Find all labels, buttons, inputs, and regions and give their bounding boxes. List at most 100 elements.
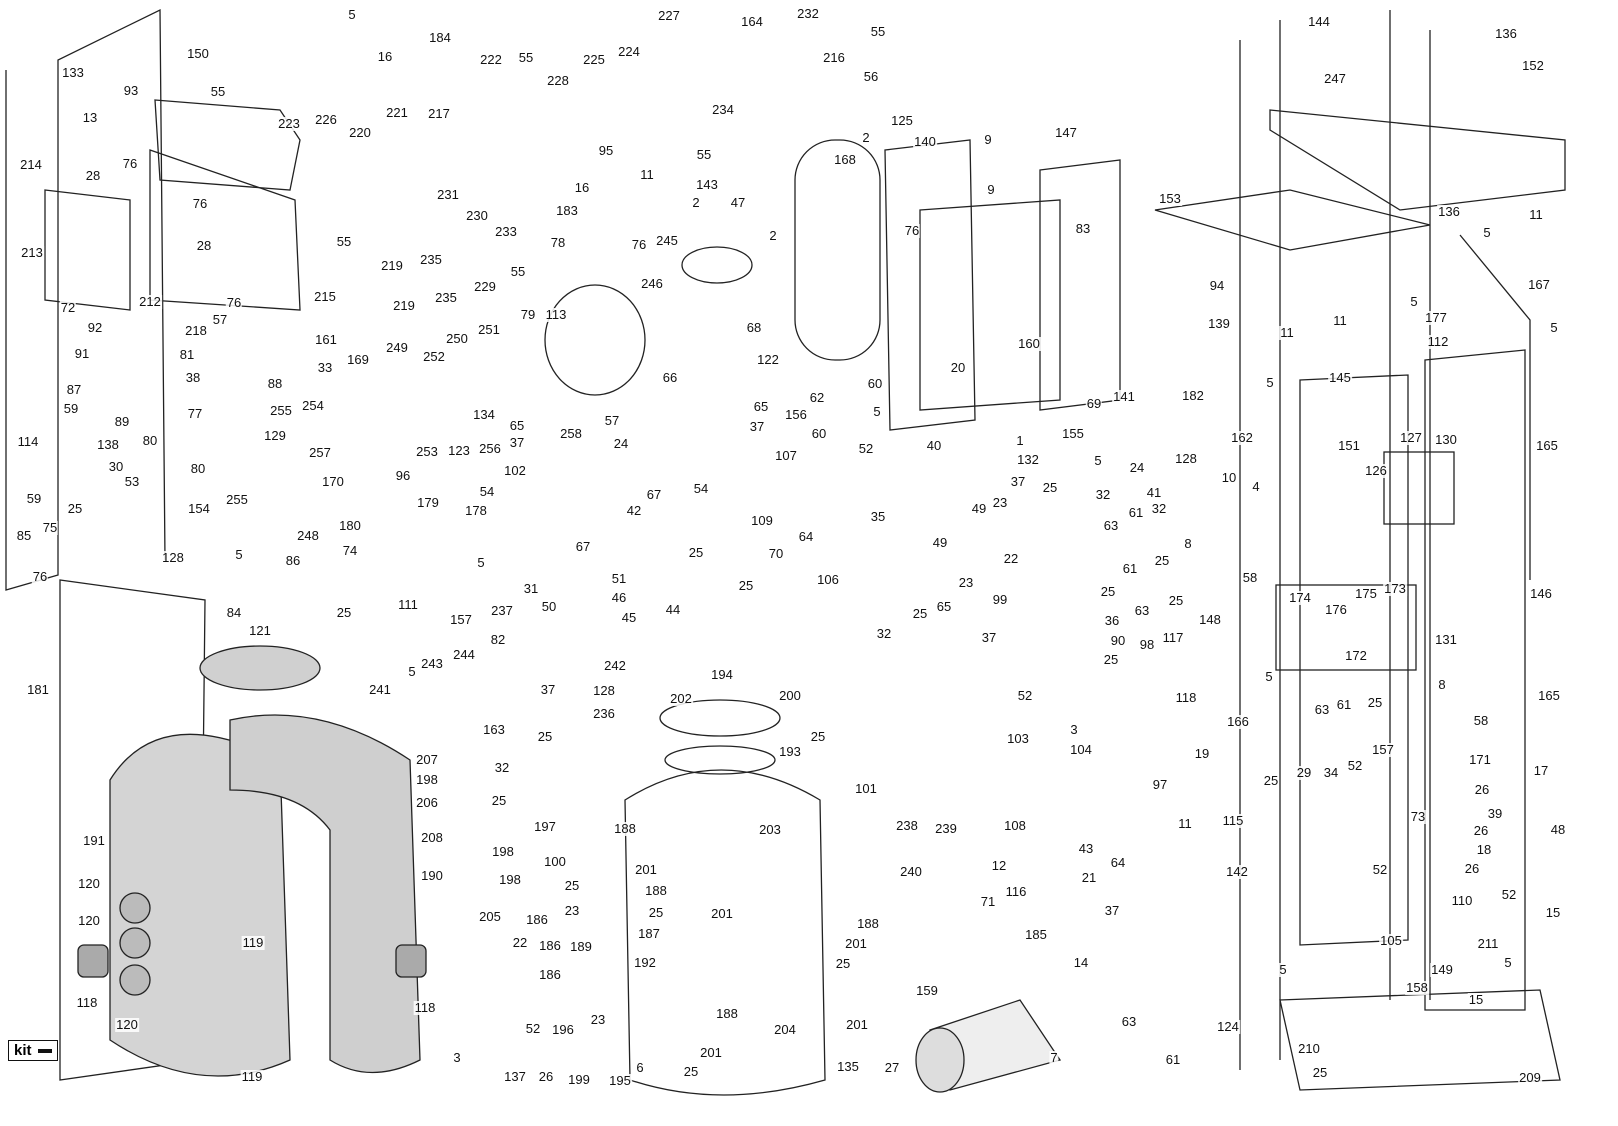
part-callout-2: 2 bbox=[691, 195, 701, 210]
part-callout-211: 211 bbox=[1476, 936, 1500, 951]
part-callout-25: 25 bbox=[335, 605, 353, 620]
part-callout-176: 176 bbox=[1324, 602, 1348, 617]
part-callout-25: 25 bbox=[563, 878, 581, 893]
part-callout-74: 74 bbox=[341, 543, 359, 558]
part-callout-175: 175 bbox=[1354, 586, 1378, 601]
part-callout-255: 255 bbox=[225, 492, 249, 507]
part-callout-134: 134 bbox=[472, 407, 496, 422]
part-callout-192: 192 bbox=[633, 955, 657, 970]
part-callout-166: 166 bbox=[1226, 714, 1250, 729]
part-callout-8: 8 bbox=[1183, 536, 1193, 551]
part-callout-55: 55 bbox=[509, 264, 527, 279]
part-callout-25: 25 bbox=[911, 606, 929, 621]
part-callout-239: 239 bbox=[934, 821, 958, 836]
door-panel bbox=[44, 189, 131, 311]
part-callout-55: 55 bbox=[869, 24, 887, 39]
part-callout-52: 52 bbox=[1346, 758, 1364, 773]
part-callout-65: 65 bbox=[935, 599, 953, 614]
part-callout-5: 5 bbox=[1093, 453, 1103, 468]
part-callout-88: 88 bbox=[266, 376, 284, 391]
part-callout-67: 67 bbox=[574, 539, 592, 554]
part-callout-25: 25 bbox=[536, 729, 554, 744]
part-callout-38: 38 bbox=[184, 370, 202, 385]
part-callout-58: 58 bbox=[1241, 570, 1259, 585]
part-callout-144: 144 bbox=[1307, 14, 1331, 29]
part-callout-207: 207 bbox=[415, 752, 439, 767]
part-callout-25: 25 bbox=[682, 1064, 700, 1079]
part-callout-232: 232 bbox=[796, 6, 820, 21]
part-callout-174: 174 bbox=[1288, 590, 1312, 605]
part-callout-132: 132 bbox=[1016, 452, 1040, 467]
part-callout-76: 76 bbox=[31, 569, 49, 584]
part-callout-157: 157 bbox=[449, 612, 473, 627]
part-callout-18: 18 bbox=[1475, 842, 1493, 857]
part-callout-57: 57 bbox=[603, 413, 621, 428]
part-callout-53: 53 bbox=[123, 474, 141, 489]
part-callout-199: 199 bbox=[567, 1072, 591, 1087]
part-callout-37: 37 bbox=[1009, 474, 1027, 489]
part-callout-90: 90 bbox=[1109, 633, 1127, 648]
part-callout-201: 201 bbox=[844, 936, 868, 951]
part-callout-201: 201 bbox=[634, 862, 658, 877]
part-callout-228: 228 bbox=[546, 73, 570, 88]
part-callout-136: 136 bbox=[1494, 26, 1518, 41]
part-callout-37: 37 bbox=[1103, 903, 1121, 918]
part-callout-55: 55 bbox=[209, 84, 227, 99]
part-callout-47: 47 bbox=[729, 195, 747, 210]
part-callout-220: 220 bbox=[348, 125, 372, 140]
part-callout-3: 3 bbox=[1069, 722, 1079, 737]
part-callout-214: 214 bbox=[19, 157, 43, 172]
part-callout-54: 54 bbox=[478, 484, 496, 499]
part-callout-56: 56 bbox=[862, 69, 880, 84]
part-callout-64: 64 bbox=[797, 529, 815, 544]
coil-tank bbox=[624, 769, 826, 1096]
part-callout-128: 128 bbox=[592, 683, 616, 698]
part-callout-95: 95 bbox=[597, 143, 615, 158]
part-callout-76: 76 bbox=[903, 223, 921, 238]
part-callout-257: 257 bbox=[308, 445, 332, 460]
part-callout-169: 169 bbox=[346, 352, 370, 367]
part-callout-125: 125 bbox=[890, 113, 914, 128]
part-callout-14: 14 bbox=[1072, 955, 1090, 970]
part-callout-234: 234 bbox=[711, 102, 735, 117]
part-callout-141: 141 bbox=[1112, 389, 1136, 404]
part-callout-191: 191 bbox=[82, 833, 106, 848]
part-callout-165: 165 bbox=[1535, 438, 1559, 453]
part-callout-112: 112 bbox=[1426, 334, 1450, 349]
part-callout-52: 52 bbox=[1500, 887, 1518, 902]
part-callout-9: 9 bbox=[983, 132, 993, 147]
part-callout-11: 11 bbox=[1279, 325, 1295, 340]
part-callout-139: 139 bbox=[1207, 316, 1231, 331]
part-callout-61: 61 bbox=[1127, 505, 1145, 520]
part-callout-186: 186 bbox=[538, 967, 562, 982]
part-callout-219: 219 bbox=[380, 258, 404, 273]
part-callout-60: 60 bbox=[866, 376, 884, 391]
part-callout-247: 247 bbox=[1323, 71, 1347, 86]
part-callout-120: 120 bbox=[77, 876, 101, 891]
part-callout-71: 71 bbox=[979, 894, 997, 909]
side-panel-151 bbox=[1299, 374, 1409, 946]
part-callout-116: 116 bbox=[1004, 884, 1028, 899]
part-callout-3: 3 bbox=[452, 1050, 462, 1065]
part-callout-28: 28 bbox=[195, 238, 213, 253]
part-callout-150: 150 bbox=[186, 46, 210, 61]
part-callout-208: 208 bbox=[420, 830, 444, 845]
part-callout-22: 22 bbox=[1002, 551, 1020, 566]
part-callout-221: 221 bbox=[385, 105, 409, 120]
part-callout-230: 230 bbox=[465, 208, 489, 223]
part-callout-60: 60 bbox=[810, 426, 828, 441]
part-callout-158: 158 bbox=[1405, 980, 1429, 995]
side-panel-112 bbox=[1424, 349, 1526, 1011]
part-callout-200: 200 bbox=[778, 688, 802, 703]
tank-flange bbox=[659, 699, 781, 737]
part-callout-27: 27 bbox=[883, 1060, 901, 1075]
part-callout-11: 11 bbox=[1528, 207, 1544, 222]
part-callout-160: 160 bbox=[1017, 336, 1041, 351]
part-callout-246: 246 bbox=[640, 276, 664, 291]
part-callout-2: 2 bbox=[768, 228, 778, 243]
part-callout-32: 32 bbox=[1094, 487, 1112, 502]
part-callout-26: 26 bbox=[1463, 861, 1481, 876]
part-callout-51: 51 bbox=[610, 571, 628, 586]
part-callout-149: 149 bbox=[1430, 962, 1454, 977]
part-callout-225: 225 bbox=[582, 52, 606, 67]
